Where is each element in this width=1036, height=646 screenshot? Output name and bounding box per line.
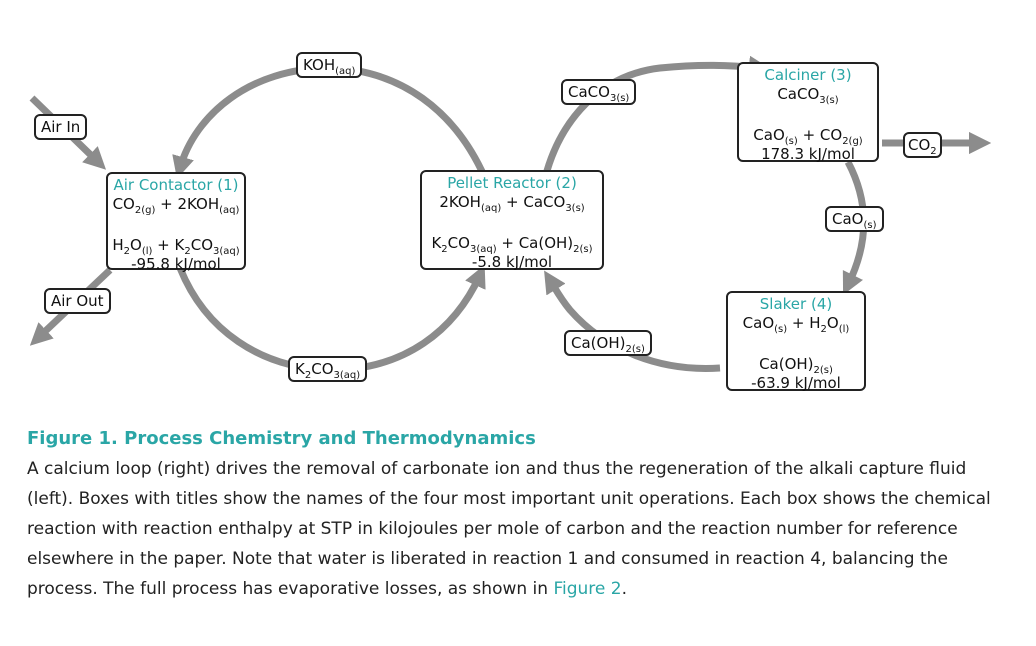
air-contactor-box: Air Contactor (1) CO2(g) + 2KOH(aq) H2O(… [106, 172, 246, 273]
figure-body-text: A calcium loop (right) drives the remova… [27, 459, 991, 599]
calciner-products: CaO(s) + CO2(g) [753, 126, 863, 147]
pellet-reactor-box: Pellet Reactor (2) 2KOH(aq) + CaCO3(s) K… [420, 170, 604, 271]
slaker-enthalpy: -63.9 kJ/mol [751, 374, 841, 392]
calciner-box: Calciner (3) CaCO3(s) CaO(s) + CO2(g) 17… [737, 62, 879, 163]
process-diagram: Air Contactor (1) CO2(g) + 2KOH(aq) H2O(… [29, 52, 992, 392]
arc-caco3 [541, 55, 772, 179]
pellet-reactor-title: Pellet Reactor (2) [447, 174, 577, 192]
tag-caco3: CaCO3(s) [561, 79, 637, 105]
air-contactor-products: H2O(l) + K2CO3(aq) [112, 236, 240, 257]
air-contactor-reactants: CO2(g) + 2KOH(aq) [112, 195, 240, 216]
air-contactor-enthalpy: -95.8 kJ/mol [131, 255, 221, 273]
tag-caoh2: Ca(OH)2(s) [564, 330, 652, 356]
tag-air-in: Air In [34, 114, 88, 140]
tag-co2: CO2 [903, 132, 942, 158]
slaker-reactants: CaO(s) + H2O(l) [742, 314, 850, 335]
figure-2-link[interactable]: Figure 2 [553, 579, 622, 599]
slaker-box: Slaker (4) CaO(s) + H2O(l) Ca(OH)2(s) -6… [726, 291, 866, 392]
figure-body-end: . [621, 579, 627, 599]
calciner-enthalpy: 178.3 kJ/mol [761, 145, 855, 163]
calciner-title: Calciner (3) [764, 66, 852, 84]
slaker-products: Ca(OH)2(s) [759, 355, 833, 376]
figure-body: A calcium loop (right) drives the remova… [27, 454, 1017, 604]
pellet-reactor-enthalpy: -5.8 kJ/mol [471, 253, 553, 271]
arc-k2co3 [176, 264, 486, 374]
slaker-title: Slaker (4) [759, 295, 833, 313]
tag-k2co3: K2CO3(aq) [288, 356, 368, 382]
pellet-reactor-products: K2CO3(aq) + Ca(OH)2(s) [431, 234, 593, 255]
pellet-reactor-reactants: 2KOH(aq) + CaCO3(s) [439, 193, 585, 214]
tag-cao: CaO(s) [825, 206, 884, 232]
tag-koh: KOH(aq) [296, 52, 363, 78]
calciner-reactants: CaCO3(s) [777, 85, 839, 106]
arc-caoh2 [544, 270, 721, 372]
air-contactor-title: Air Contactor (1) [113, 176, 239, 194]
tag-air-out: Air Out [44, 288, 111, 314]
arc-koh [172, 64, 489, 180]
figure-caption: Figure 1. Process Chemistry and Thermody… [27, 428, 1017, 604]
figure-title: Figure 1. Process Chemistry and Thermody… [27, 428, 536, 449]
